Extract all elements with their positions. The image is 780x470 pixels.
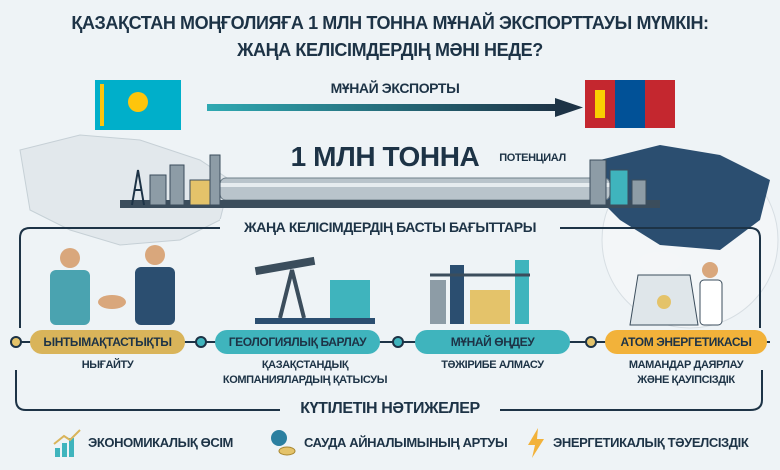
- lightning-icon: [528, 428, 544, 458]
- timeline-dot: [585, 336, 597, 348]
- direction-cooperation: ЫНТЫМАҚТАСТЫҚТЫ: [30, 330, 185, 354]
- ornament-stripe: [100, 84, 104, 126]
- timeline-dot: [195, 336, 207, 348]
- title-line-1: ҚАЗАҚСТАН МОҢҒОЛИЯҒА 1 МЛН ТОННА МҰНАЙ Э…: [71, 13, 709, 33]
- oil-pump-illustration: [254, 256, 375, 324]
- direction-illustrations: [50, 245, 723, 326]
- mongolia-map: [590, 145, 770, 250]
- timeline-dot: [10, 336, 22, 348]
- direction-nuclear: АТОМ ЭНЕРГЕТИКАСЫ: [605, 330, 767, 354]
- direction-geology: ГЕОЛОГИЯЛЫҚ БАРЛАУ: [215, 330, 380, 354]
- potential-label: ПОТЕНЦИАЛ: [499, 152, 566, 164]
- page-title: ҚАЗАҚСТАН МОҢҒОЛИЯҒА 1 МЛН ТОННА МҰНАЙ Э…: [0, 10, 780, 64]
- timeline-dot: [392, 336, 404, 348]
- export-label: МҰНАЙ ЭКСПОРТЫ: [330, 80, 460, 96]
- nuclear-plant-illustration: [629, 252, 723, 326]
- direction-refining-desc: ТӘЖІРИБЕ АЛМАСУ: [441, 359, 544, 371]
- directions-heading: ЖАҢА КЕЛІСІМДЕРДІҢ БАСТЫ БАҒЫТТАРЫ: [220, 219, 560, 235]
- result-energy-independence: ЭНЕРГЕТИКАЛЫҚ ТӘУЕЛСІЗДІК: [525, 428, 749, 458]
- sun-icon: [128, 92, 148, 112]
- globe-coins-icon: [271, 430, 296, 456]
- refinery-illustration: [430, 260, 530, 324]
- kazakhstan-flag: [95, 80, 181, 130]
- handshake-illustration: [50, 245, 175, 325]
- results-heading: КҮТІЛЕТІН НӘТИЖЕЛЕР: [280, 400, 500, 418]
- export-arrow: [207, 98, 583, 117]
- title-line-2: ЖАҢА КЕЛІСІМДЕРДІҢ МӘНІ НЕДЕ?: [237, 40, 543, 60]
- direction-geology-desc: ҚАЗАҚСТАНДЫҚ КОМПАНИЯЛАРДЫҢ ҚАТЫСУЫ: [222, 359, 388, 386]
- result-trade-growth: САУДА АЙНАЛЫМЫНЫҢ АРТУЫ: [268, 428, 508, 458]
- soyombo-icon: [595, 90, 605, 118]
- pipeline-illustration: [120, 154, 660, 208]
- volume-label: 1 МЛН ТОННА: [290, 141, 480, 172]
- growth-chart-icon: [53, 429, 81, 457]
- directions-bracket: [19, 227, 761, 328]
- direction-refining: МҰНАЙ ӨҢДЕУ: [415, 330, 570, 354]
- result-economic-growth: ЭКОНОМИКАЛЫҚ ӨСІМ: [52, 428, 233, 458]
- direction-cooperation-desc: НЫҒАЙТУ: [81, 359, 134, 371]
- mongolia-flag: [585, 80, 675, 128]
- direction-nuclear-desc: МАМАНДАР ДАЯРЛАУ ЖӘНЕ ҚАУІПСІЗДІК: [628, 359, 744, 386]
